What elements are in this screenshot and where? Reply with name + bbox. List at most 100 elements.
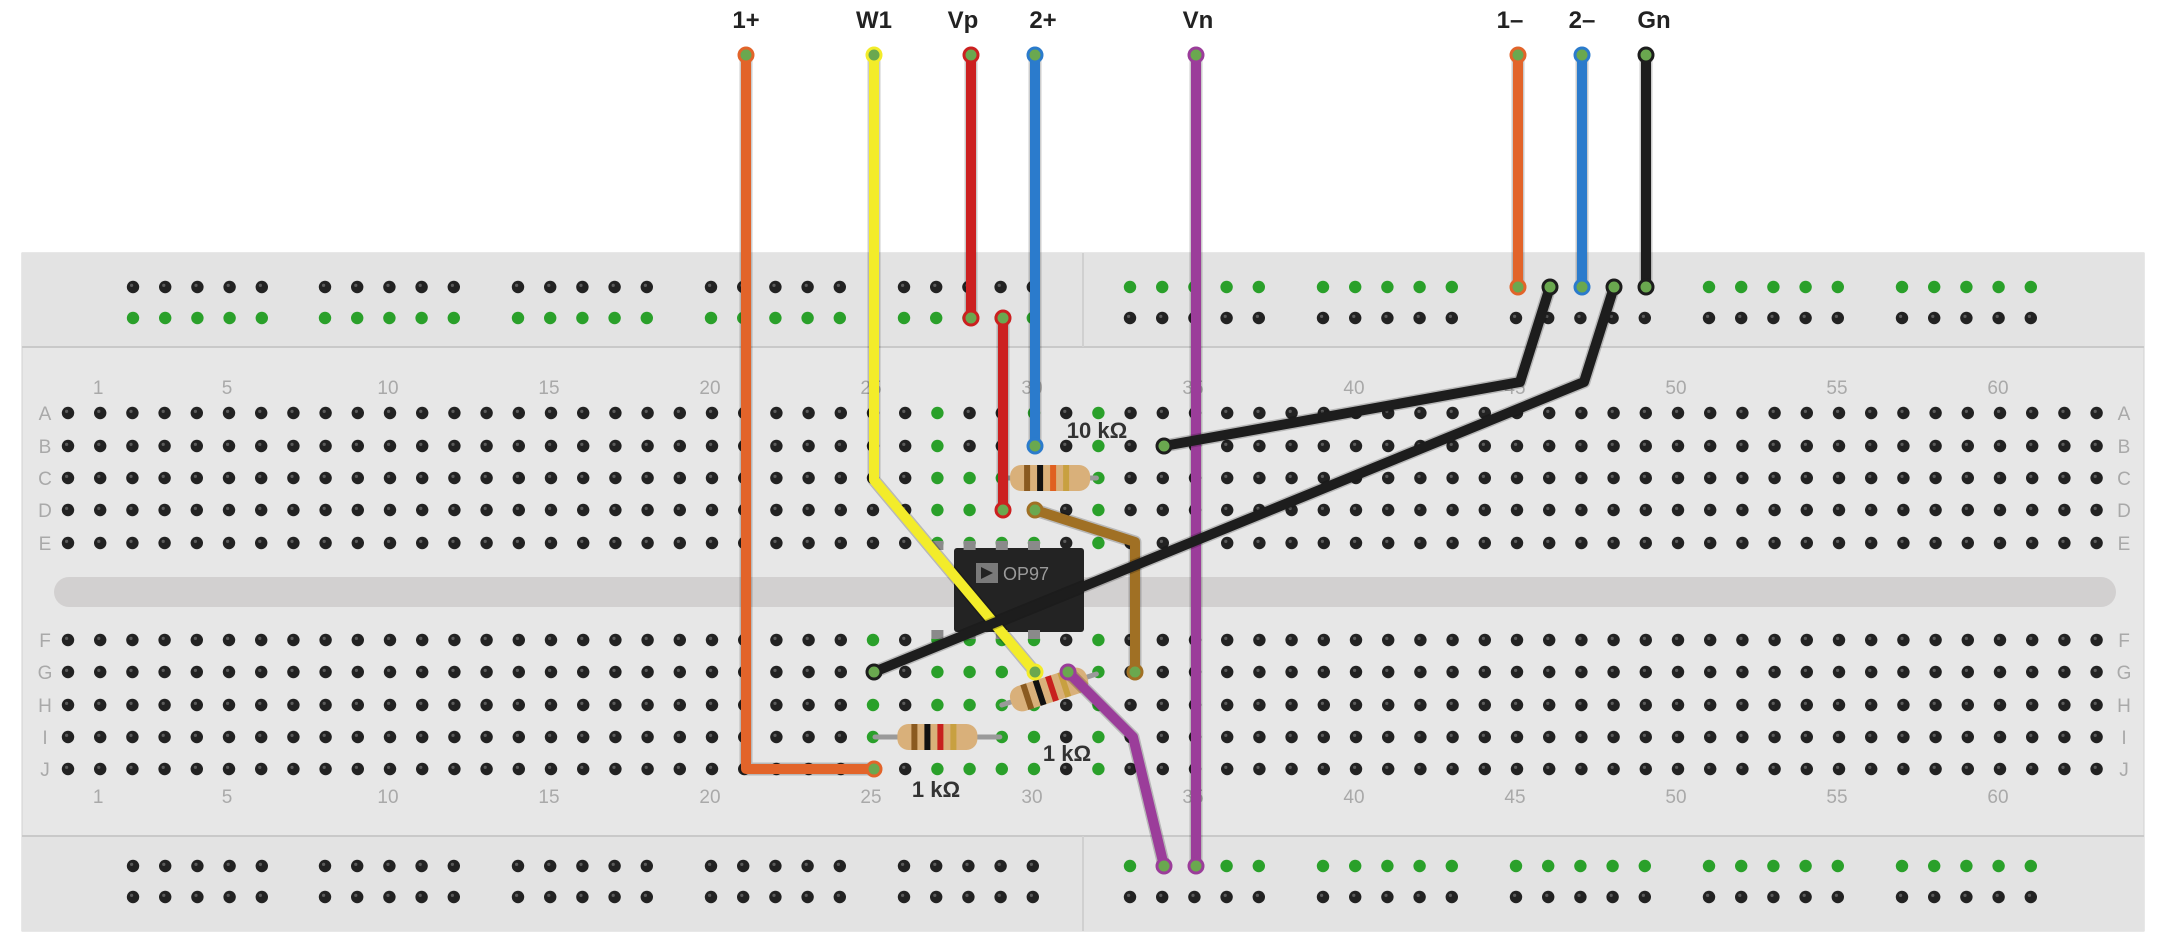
hole-highlight <box>612 668 616 673</box>
hole-highlight <box>387 701 391 706</box>
hole-highlight <box>548 636 552 641</box>
breadboard-hole <box>802 698 815 712</box>
breadboard-hole <box>897 859 911 873</box>
column-number-top: 1 <box>93 378 104 399</box>
breadboard-hole <box>222 503 236 517</box>
hole-highlight <box>290 409 294 413</box>
hole-highlight <box>1610 765 1614 770</box>
breadboard-hole <box>1542 859 1555 873</box>
breadboard-hole <box>833 311 846 325</box>
hole-highlight <box>965 862 969 867</box>
hole-highlight <box>1610 474 1614 478</box>
breadboard-hole <box>1124 406 1137 420</box>
hole-highlight <box>418 283 422 287</box>
hole-highlight <box>1353 636 1357 641</box>
hole-highlight <box>2061 636 2065 641</box>
hole-highlight <box>2093 474 2097 478</box>
breadboard-hole <box>1543 536 1556 550</box>
breadboard-hole <box>899 536 912 550</box>
breadboard-hole <box>222 536 236 550</box>
breadboard-hole <box>801 311 814 325</box>
breadboard-hole <box>511 890 525 904</box>
hole-highlight <box>1577 893 1581 898</box>
hole-highlight <box>1417 765 1421 770</box>
breadboard-hole <box>544 665 558 679</box>
breadboard-hole <box>2058 633 2071 647</box>
breadboard-hole <box>1736 406 1749 420</box>
breadboard-hole <box>1316 311 1330 325</box>
hole-highlight <box>837 409 842 413</box>
breadboard-hole <box>1060 406 1073 420</box>
breadboard-hole <box>255 503 268 517</box>
hole-highlight <box>65 506 69 510</box>
hole-highlight <box>451 474 455 478</box>
breadboard-hole <box>1414 665 1427 679</box>
breadboard-hole <box>1221 536 1234 550</box>
resistor-band <box>1032 679 1047 706</box>
breadboard-hole <box>834 698 847 712</box>
breadboard-hole <box>577 536 590 550</box>
hole-highlight <box>483 442 487 446</box>
hole-highlight <box>65 733 69 738</box>
breadboard-hole <box>416 665 429 679</box>
wire-body <box>1063 667 1169 871</box>
hole-highlight <box>1320 314 1324 318</box>
breadboard-hole <box>1865 633 1878 647</box>
breadboard-hole <box>1156 633 1170 647</box>
breadboard-hole <box>383 762 397 776</box>
hole-highlight <box>65 442 69 446</box>
breadboard-hole <box>2058 439 2071 453</box>
breadboard-hole <box>2090 536 2103 550</box>
hole-highlight <box>1932 668 1936 673</box>
hole-highlight <box>1353 442 1357 446</box>
hole-highlight <box>805 506 809 510</box>
hole-highlight <box>2029 442 2033 446</box>
breadboard-hole <box>383 406 397 420</box>
hole-highlight <box>1385 442 1389 446</box>
hole-highlight <box>1964 636 1968 641</box>
breadboard-hole <box>2090 503 2103 517</box>
hole-highlight <box>1352 893 1356 898</box>
hole-highlight <box>387 733 391 738</box>
breadboard-hole <box>577 503 590 517</box>
chip-pin <box>1028 541 1040 550</box>
hole-highlight <box>836 862 841 867</box>
breadboard-hole <box>1381 280 1394 294</box>
hole-highlight <box>1417 474 1421 478</box>
breadboard-hole <box>834 503 847 517</box>
breadboard-hole <box>415 311 428 325</box>
hole-highlight <box>644 506 648 510</box>
hole-highlight <box>1256 701 1260 706</box>
hole-highlight <box>193 636 197 641</box>
breadboard-hole <box>1414 471 1427 485</box>
hole-highlight <box>1063 765 1067 770</box>
hole-highlight <box>1739 506 1743 510</box>
hole-highlight <box>1932 442 1936 446</box>
hole-highlight <box>548 506 552 510</box>
breadboard-hole <box>1961 762 1975 776</box>
breadboard-hole <box>1509 311 1523 325</box>
breadboard-hole <box>1832 698 1846 712</box>
hole-highlight <box>773 636 777 641</box>
breadboard-hole <box>319 406 332 420</box>
breadboard-hole <box>1253 633 1266 647</box>
breadboard-hole <box>255 471 268 485</box>
breadboard-hole <box>511 280 525 294</box>
breadboard-hole <box>705 471 719 485</box>
breadboard-hole <box>319 536 332 550</box>
breadboard-hole <box>2058 665 2071 679</box>
logo-triangle-icon <box>981 567 993 579</box>
breadboard-hole <box>191 890 204 904</box>
breadboard-hole <box>1221 406 1234 420</box>
breadboard-hole <box>705 665 719 679</box>
hole-highlight <box>1127 893 1131 898</box>
breadboard-hole <box>223 890 236 904</box>
breadboard-hole <box>2024 890 2038 904</box>
wire-end <box>1573 278 1591 296</box>
wire-w1 <box>865 46 1044 681</box>
row-letter-right: B <box>2118 437 2131 458</box>
hole-highlight <box>1706 893 1710 898</box>
breadboard-hole <box>1349 633 1363 647</box>
breadboard-hole <box>1639 730 1653 744</box>
breadboard-hole <box>802 439 815 453</box>
